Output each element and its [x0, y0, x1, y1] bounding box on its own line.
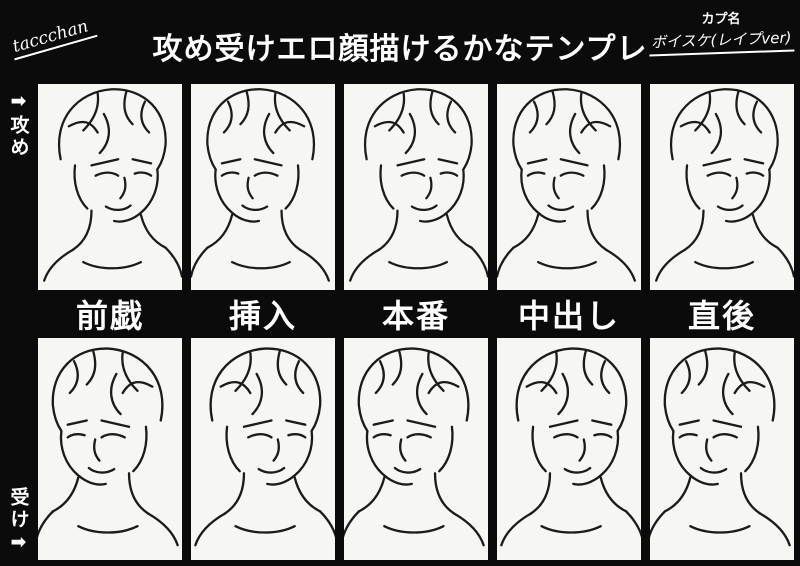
panel-grid: 前戯 挿入 本番 中出し 直後: [38, 84, 800, 566]
seme-row: [38, 84, 794, 290]
column-label-3: 本番: [381, 297, 450, 335]
panel-uke-insertion: [191, 338, 335, 560]
face-sketch-illustration: [38, 338, 182, 560]
column-label-2: 挿入: [228, 297, 297, 335]
face-sketch-illustration: [650, 338, 794, 560]
face-sketch-illustration: [344, 338, 488, 560]
face-sketch-illustration: [38, 84, 182, 290]
face-sketch-illustration: [191, 84, 335, 290]
template-board: ➡攻め 受け➡: [0, 84, 800, 566]
face-sketch-illustration: [650, 84, 794, 290]
artist-signature: taccchan: [8, 14, 98, 61]
pairing-name-block: カプ名 ボイスケ(レイプver): [646, 8, 796, 57]
panel-seme-after: [650, 84, 794, 290]
face-sketch-illustration: [497, 84, 641, 290]
face-sketch-illustration: [191, 338, 335, 560]
panel-uke-after: [650, 338, 794, 560]
panel-uke-main: [344, 338, 488, 560]
uke-row: [38, 338, 794, 560]
face-sketch-illustration: [497, 338, 641, 560]
column-label-1: 前戯: [75, 297, 144, 335]
row-label-seme: ➡攻め: [7, 90, 30, 159]
column-label-4: 中出し: [517, 297, 620, 335]
panel-uke-foreplay: [38, 338, 182, 560]
panel-seme-finish: [497, 84, 641, 290]
pairing-value: ボイスケ(レイプver): [648, 26, 794, 57]
panel-seme-main: [344, 84, 488, 290]
column-labels: 前戯 挿入 本番 中出し 直後: [38, 290, 794, 338]
page-title: 攻め受けエロ顔描けるかなテンプレ: [152, 32, 648, 67]
face-sketch-illustration: [344, 84, 488, 290]
pairing-label: カプ名: [701, 12, 741, 27]
panel-seme-foreplay: [38, 84, 182, 290]
header: taccchan 攻め受けエロ顔描けるかなテンプレ カプ名 ボイスケ(レイプve…: [0, 0, 800, 84]
side-rail: ➡攻め 受け➡: [0, 84, 38, 566]
column-label-5: 直後: [687, 297, 756, 335]
panel-uke-finish: [497, 338, 641, 560]
panel-seme-insertion: [191, 84, 335, 290]
row-label-uke: 受け➡: [7, 487, 30, 556]
